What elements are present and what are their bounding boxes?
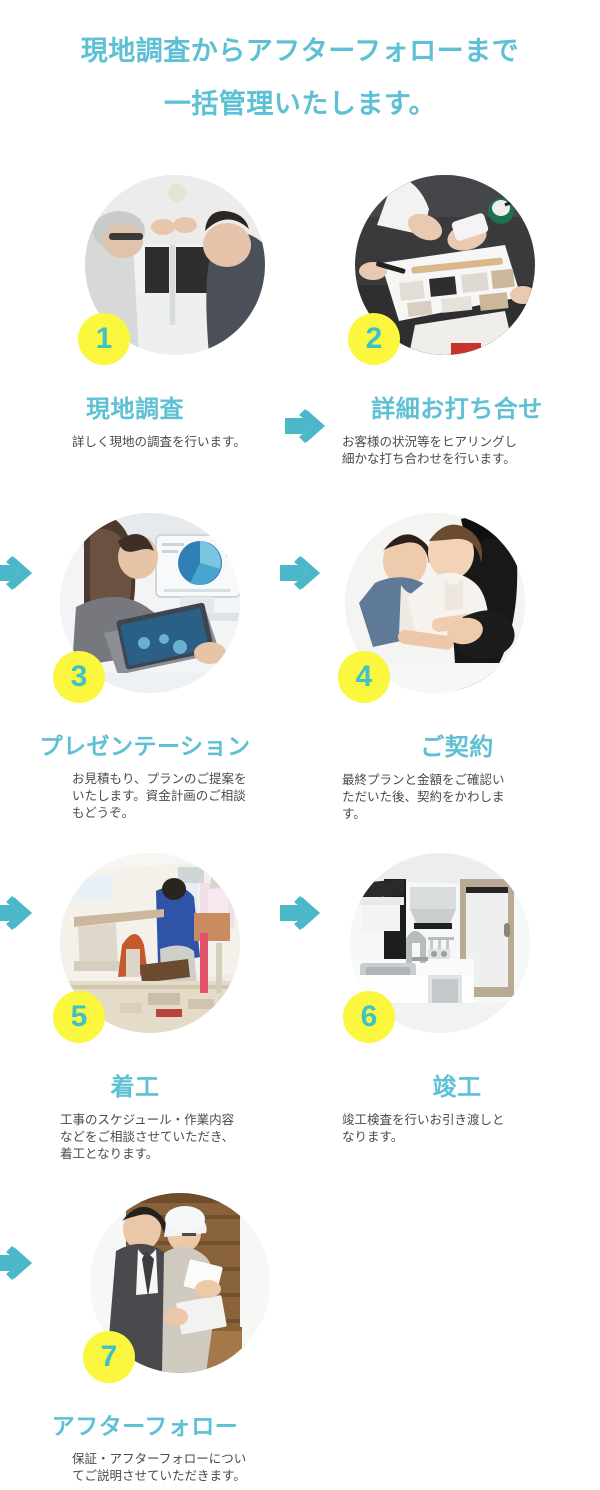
steps-container: 1 現地調査 詳しく現地の調査を行います。 [0,160,600,1490]
step-2-body: お客様の状況等をヒアリングし 細かな打ち合わせを行います。 [342,435,518,466]
step-1-number-badge: 1 [78,313,130,365]
step-6-photo-wrap: 6 [343,853,530,1043]
step-4-title: ご契約 [420,734,494,761]
steps-row-4: 7 アフターフォロー 保証・アフターフォローについ てご説明させていただきます。 [0,1178,600,1490]
step-card-3[interactable]: 3 プレゼンテーション お見積もり、プランのご提案を いたします。資金計画のご相… [0,498,300,838]
step-4-number-badge: 4 [338,651,390,703]
empty-cell [300,1178,600,1490]
step-3-body: お見積もり、プランのご提案を いたします。資金計画のご相談 もどうぞ。 [72,772,247,820]
step-5-title: 着工 [110,1074,160,1101]
step-7-photo [90,1193,270,1373]
page-title-line-2: 一括管理いたします。 [0,81,600,132]
step-5-body: 工事のスケジュール・作業内容 などをご相談させていただき、 着工となります。 [60,1113,235,1161]
step-6-body: 竣工検査を行いお引き渡しと なります。 [342,1113,505,1144]
steps-row-1: 1 現地調査 詳しく現地の調査を行います。 [0,160,600,498]
step-1-photo [85,175,265,355]
double-arrow-right-icon [283,408,327,444]
step-3-number-badge: 3 [53,651,105,703]
step-4-photo-wrap: 4 [338,513,525,703]
step-5-photo-wrap: 5 [53,853,240,1043]
step-4-photo [345,513,525,693]
double-arrow-right-icon [0,1245,34,1281]
step-7-number-badge: 7 [83,1331,135,1383]
step-3-photo-wrap: 3 [53,513,240,703]
double-arrow-right-icon [278,895,322,931]
step-1-photo-wrap: 1 [78,175,265,365]
step-6-number-badge: 6 [343,991,395,1043]
step-2-number-badge: 2 [348,313,400,365]
step-5-photo [60,853,240,1033]
step-card-4[interactable]: 4 ご契約 最終プランと金額をご確認い ただいた後、契約をかわしま す。 [300,498,600,838]
step-6-title: 竣工 [432,1074,482,1101]
step-7-title: アフターフォロー [51,1413,239,1439]
step-card-2[interactable]: 2 詳細お打ち合せ お客様の状況等をヒアリングし 細かな打ち合わせを行います。 [300,160,600,498]
step-7-photo-wrap: 7 [83,1193,270,1383]
step-7-body: 保証・アフターフォローについ てご説明させていただきます。 [72,1452,247,1483]
step-4-body: 最終プランと金額をご確認い ただいた後、契約をかわしま す。 [342,773,505,821]
step-card-5[interactable]: 5 着工 工事のスケジュール・作業内容 などをご相談させていただき、 着工となり… [0,838,300,1178]
page-title-line-1: 現地調査からアフターフォローまで [0,28,600,79]
step-card-7[interactable]: 7 アフターフォロー 保証・アフターフォローについ てご説明させていただきます。 [0,1178,300,1490]
steps-row-2: 3 プレゼンテーション お見積もり、プランのご提案を いたします。資金計画のご相… [0,498,600,838]
step-card-6[interactable]: 6 竣工 竣工検査を行いお引き渡しと なります。 [300,838,600,1178]
steps-row-3: 5 着工 工事のスケジュール・作業内容 などをご相談させていただき、 着工となり… [0,838,600,1178]
double-arrow-right-icon [278,555,322,591]
page-title-line-1-text: 現地調査からアフターフォローまで [78,28,522,76]
double-arrow-right-icon [0,895,34,931]
step-2-title: 詳細お打ち合せ [371,396,543,423]
page-title: 現地調査からアフターフォローまで 一括管理いたします。 [0,28,600,134]
step-card-1[interactable]: 1 現地調査 詳しく現地の調査を行います。 [0,160,300,498]
step-3-title: プレゼンテーション [39,733,251,759]
step-5-number-badge: 5 [53,991,105,1043]
page-title-line-2-text: 一括管理いたします。 [161,81,439,129]
double-arrow-right-icon [0,555,34,591]
step-1-title: 現地調査 [86,396,184,423]
step-2-photo-wrap: 2 [348,175,535,365]
step-1-body: 詳しく現地の調査を行います。 [72,435,246,449]
